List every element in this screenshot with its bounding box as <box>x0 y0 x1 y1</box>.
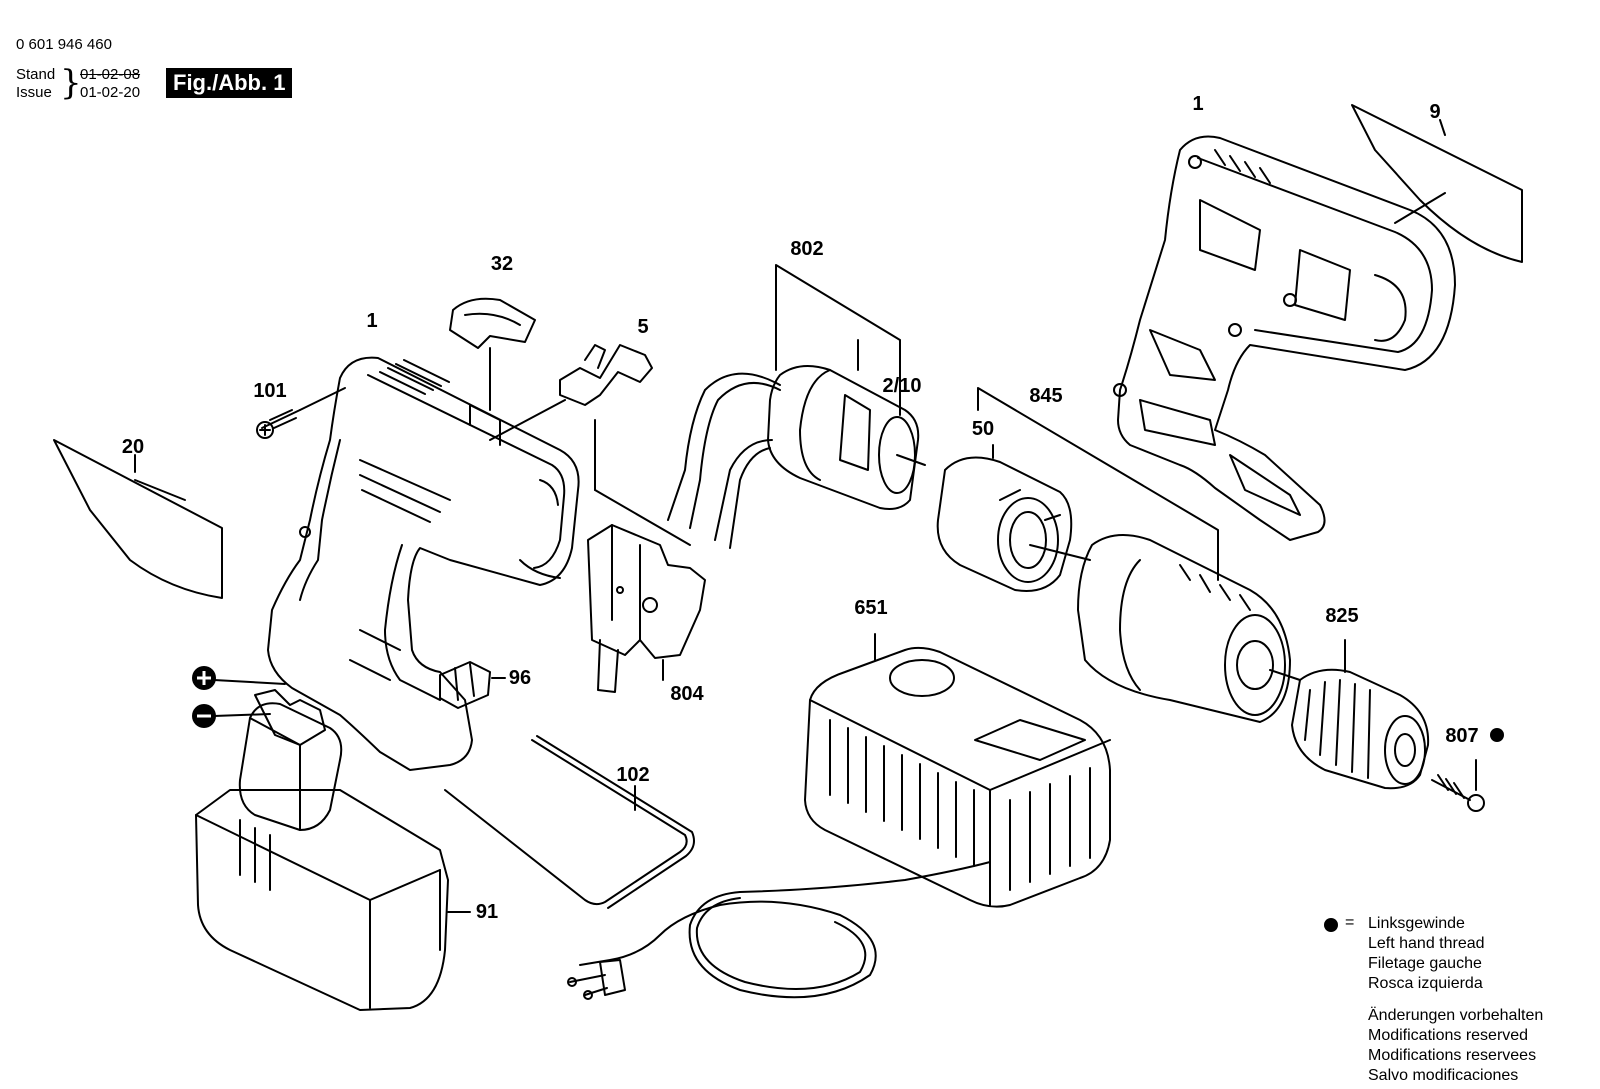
screw-807 <box>1431 759 1485 812</box>
power-cord <box>567 891 877 1000</box>
part-label: 807 <box>1445 725 1478 747</box>
stand-date: 01-02-08 <box>80 66 141 83</box>
issue-label: Issue <box>16 84 52 101</box>
part-label: 845 <box>1029 385 1062 407</box>
legend-line: Änderungen vorbehalten <box>1368 1007 1544 1024</box>
part-label: 825 <box>1325 605 1358 627</box>
part-label: 5 <box>637 316 648 338</box>
minus-icon <box>192 704 216 728</box>
battery-91 <box>195 689 471 1011</box>
connector-96 <box>439 661 506 709</box>
brace-icon: } <box>60 63 82 103</box>
left-hand-thread-dot-icon <box>1490 728 1504 742</box>
part-label: 1 <box>366 310 377 332</box>
part-label: 91 <box>476 901 498 923</box>
label-plate-20 <box>53 439 223 599</box>
motor-802 <box>667 264 926 549</box>
housing-half-left <box>267 356 580 771</box>
stand-label: Stand <box>16 66 56 83</box>
part-label: 802 <box>790 238 823 260</box>
legend-line: Filetage gauche <box>1368 955 1482 972</box>
legend-line: Left hand thread <box>1368 935 1485 952</box>
legend-equals: = <box>1345 914 1355 931</box>
part-label: 20 <box>122 436 144 458</box>
part-label: 1 <box>1192 93 1203 115</box>
part-label: 102 <box>616 764 649 786</box>
left-hand-thread-legend-dot-icon <box>1324 918 1338 932</box>
legend-line: Linksgewinde <box>1368 915 1465 932</box>
gearbox-845 <box>1077 534 1301 723</box>
wire-102 <box>444 735 695 909</box>
part-label: 50 <box>972 418 994 440</box>
label-plate-9 <box>1351 104 1523 263</box>
legend-line: Modifications reserved <box>1368 1027 1529 1044</box>
charger-651 <box>739 633 1111 908</box>
bracket-845 <box>977 387 1219 581</box>
legend-left-hand-thread: Linksgewinde Left hand thread Filetage g… <box>1368 914 1485 994</box>
issue-date: 01-02-20 <box>80 84 141 101</box>
slider-5 <box>489 344 653 441</box>
legend-line: Rosca izquierda <box>1368 975 1483 992</box>
figure-label: Fig./Abb. 1 <box>166 68 293 98</box>
chuck-825 <box>1291 639 1430 790</box>
part-label: 2/10 <box>883 375 922 397</box>
polarity-leaders <box>213 679 286 717</box>
plus-icon <box>192 666 216 690</box>
part-number: 0 601 946 460 <box>16 36 112 53</box>
legend-modifications: Änderungen vorbehalten Modifications res… <box>1368 1006 1543 1086</box>
legend-line: Salvo modificaciones <box>1368 1067 1519 1084</box>
part-label: 96 <box>509 667 531 689</box>
part-labels: 1 9 20 1 32 5 101 802 2/10 845 50 804 96… <box>122 93 1479 923</box>
part-label: 9 <box>1429 101 1440 123</box>
part-label: 32 <box>491 253 513 275</box>
switch-804 <box>587 419 706 693</box>
legend-line: Modifications reservees <box>1368 1047 1537 1064</box>
part-label: 651 <box>854 597 887 619</box>
part-label: 804 <box>670 683 704 705</box>
screw-101 <box>256 387 346 439</box>
part-label: 101 <box>253 380 286 402</box>
cover-32 <box>449 297 536 411</box>
housing-half-right <box>1113 135 1456 541</box>
ring-50 <box>936 444 1091 592</box>
